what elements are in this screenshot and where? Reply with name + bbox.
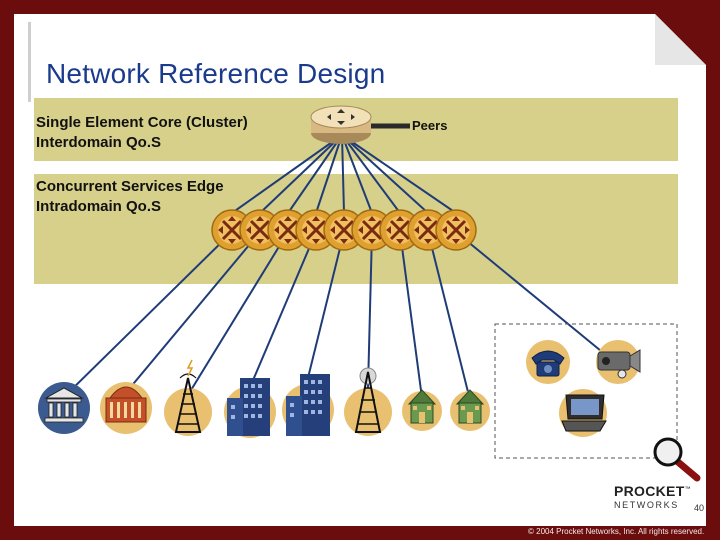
left-accent-bar (28, 22, 31, 102)
link-line (427, 231, 471, 401)
peers-label: Peers (412, 118, 448, 133)
link-line (367, 231, 373, 389)
link-line (123, 231, 261, 396)
router-icon (310, 105, 372, 144)
laptop-icon (559, 389, 607, 437)
core-links (231, 134, 457, 214)
edge-label-line2: Intradomain Qo.S (36, 198, 162, 215)
video-camera-icon (596, 340, 641, 384)
brand-subtitle: NETWORKS (614, 500, 679, 510)
link-line (187, 231, 289, 396)
core-label-line2: Interdomain Qo.S (36, 134, 162, 151)
edge-label: Concurrent Services Edge Intradomain Qo.… (36, 177, 224, 217)
link-line (315, 134, 343, 214)
link-line (63, 231, 233, 398)
edge-router-icon (435, 209, 477, 251)
link-line (341, 134, 373, 214)
radio-tower-icon (344, 367, 392, 436)
page-title: Network Reference Design (46, 58, 386, 89)
page-fold (655, 14, 706, 65)
link-line (304, 231, 345, 391)
device-group-box (494, 323, 678, 459)
brand-logo: PROCKET™ (614, 483, 691, 499)
brand-name: PROCKET (614, 483, 685, 499)
cell-tower-icon (164, 359, 212, 436)
office-building-icon (224, 378, 276, 438)
link-line (341, 134, 429, 214)
office-building-icon (282, 374, 334, 436)
link-line (341, 134, 457, 214)
edge-router-row (211, 209, 477, 251)
link-line (287, 134, 343, 214)
telephone-icon (526, 340, 570, 384)
edge-label-line1: Concurrent Services Edge (36, 178, 224, 195)
house-icon (402, 389, 442, 431)
link-line (259, 134, 343, 214)
copyright-notice: © 2004 Procket Networks, Inc. All rights… (528, 527, 705, 536)
house-icon (450, 389, 490, 431)
link-line (247, 231, 317, 393)
link-line (231, 134, 343, 214)
link-line (341, 134, 345, 214)
link-line (455, 231, 613, 361)
access-links (63, 231, 613, 401)
magnifier-icon (653, 437, 701, 482)
link-line (341, 134, 401, 214)
core-label-line1: Single Element Core (Cluster) (36, 114, 248, 131)
bank-icon (38, 382, 90, 434)
core-label: Single Element Core (Cluster) Interdomai… (36, 113, 248, 153)
page-number: 40 (694, 503, 705, 513)
government-building-icon (100, 382, 152, 434)
brand-tm: ™ (684, 486, 691, 493)
link-line (399, 231, 423, 399)
